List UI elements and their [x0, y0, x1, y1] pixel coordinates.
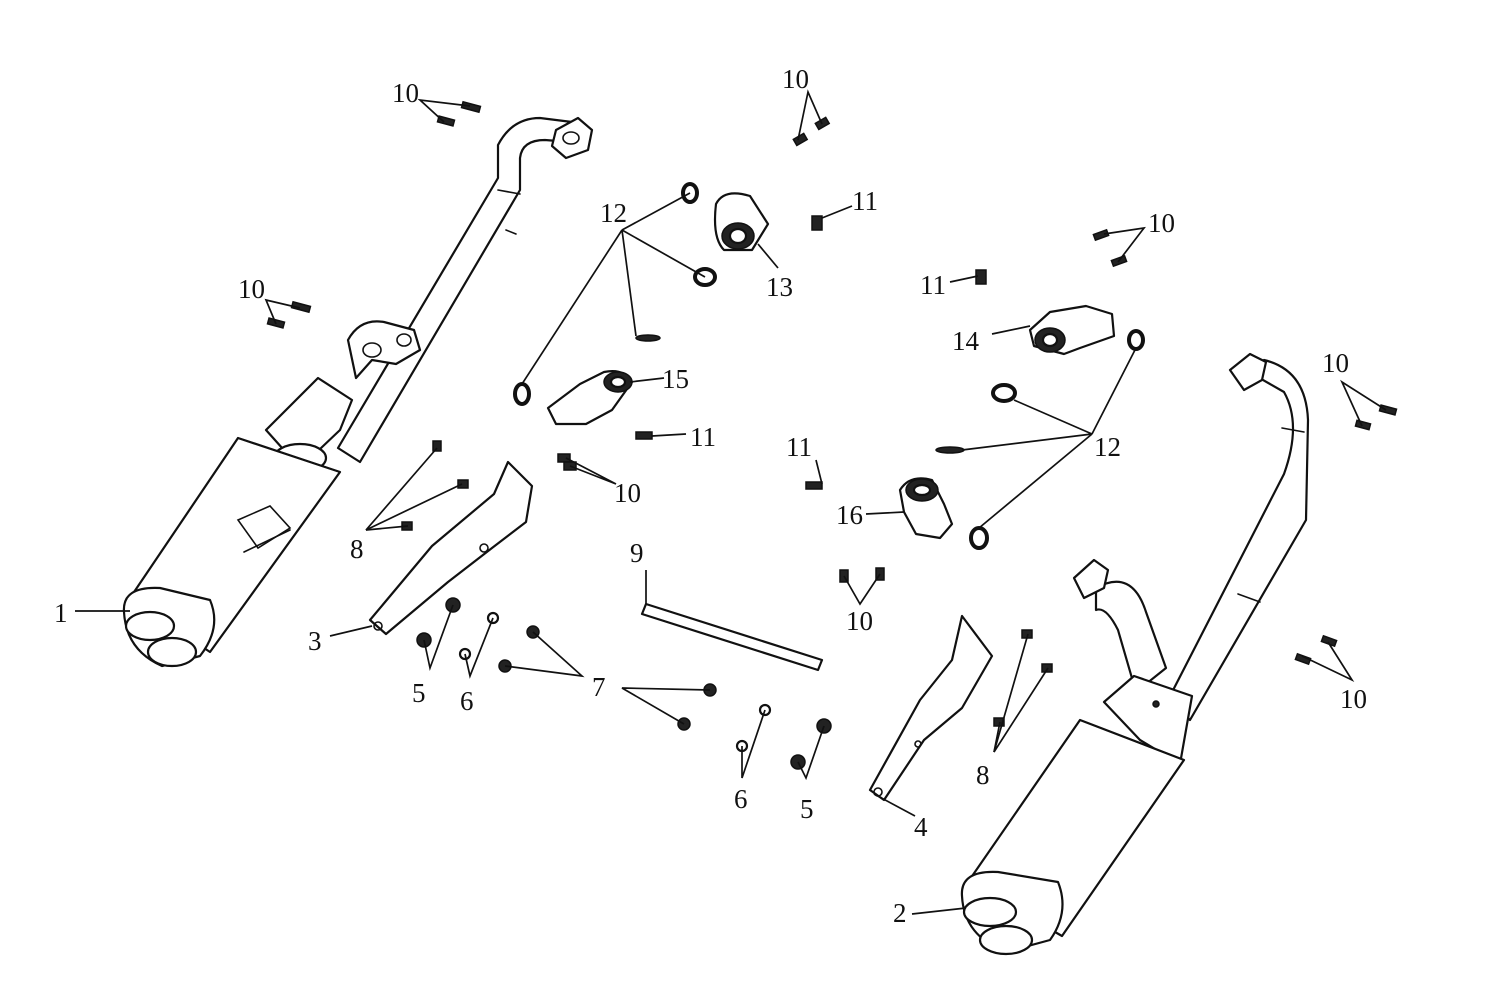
left-header-pipe	[336, 116, 574, 464]
right-mid-section	[1102, 674, 1194, 766]
leader-lines	[75, 89, 1387, 915]
callout-12-right: 12	[1094, 432, 1121, 462]
gaskets-12	[513, 182, 1145, 550]
fasteners	[266, 100, 1398, 770]
callout-10-far-right: 10	[1322, 348, 1349, 378]
callout-12-left: 12	[600, 198, 627, 228]
callout-6-right: 6	[734, 784, 748, 814]
left-tailpipe-outlet-lower	[146, 636, 198, 668]
left-header-flange	[550, 116, 594, 160]
callout-8-left: 8	[350, 534, 364, 564]
callout-11-right: 11	[920, 270, 946, 300]
rod-9	[640, 602, 824, 672]
callout-10-lower-right: 10	[1340, 684, 1367, 714]
left-mid-bracket	[346, 320, 422, 380]
callout-16: 16	[836, 500, 863, 530]
callout-6-left: 6	[460, 686, 474, 716]
callout-15: 15	[662, 364, 689, 394]
callout-10-center: 10	[846, 606, 873, 636]
elbow-15	[546, 370, 634, 426]
callout-11-center: 11	[786, 432, 812, 462]
left-muffler-assembly	[122, 116, 594, 668]
callout-5-left: 5	[412, 678, 426, 708]
right-muffler-assembly	[960, 352, 1310, 956]
callout-10-top-center: 10	[782, 64, 809, 94]
callout-11-left: 11	[690, 422, 716, 452]
callout-10-upper-right: 10	[1148, 208, 1175, 238]
left-hanger-bracket-3	[368, 460, 534, 636]
callout-1: 1	[54, 598, 68, 628]
callout-3: 3	[308, 626, 322, 656]
callout-10-center-left: 10	[614, 478, 641, 508]
callout-labels: 1 2 3 4 5 5 6 6 7 8 8 9 10 10 10 10 10 1…	[54, 64, 1367, 928]
elbow-16	[898, 477, 954, 540]
right-header-pipe-rear	[1166, 358, 1310, 722]
right-front-header-flange	[1072, 558, 1110, 600]
callout-9: 9	[630, 538, 644, 568]
right-header-pipe-front	[1094, 580, 1168, 694]
elbow-14	[1028, 304, 1116, 356]
callout-8-right: 8	[976, 760, 990, 790]
right-hanger-bracket-4	[868, 614, 994, 802]
callout-5-right: 5	[800, 794, 814, 824]
callout-7: 7	[592, 672, 606, 702]
callout-11-top: 11	[852, 186, 878, 216]
callout-10-left: 10	[238, 274, 265, 304]
left-tailpipe-outlet-upper	[124, 610, 176, 642]
callout-14: 14	[952, 326, 980, 356]
callout-4: 4	[914, 812, 928, 842]
right-rear-header-flange	[1228, 352, 1268, 392]
elbow-13	[713, 192, 770, 252]
callout-2: 2	[893, 898, 907, 928]
callout-10-top-left: 10	[392, 78, 419, 108]
callout-13: 13	[766, 272, 793, 302]
right-tailpipe-outlet-upper	[962, 896, 1018, 928]
right-tailpipe-outlet-lower	[978, 924, 1034, 956]
